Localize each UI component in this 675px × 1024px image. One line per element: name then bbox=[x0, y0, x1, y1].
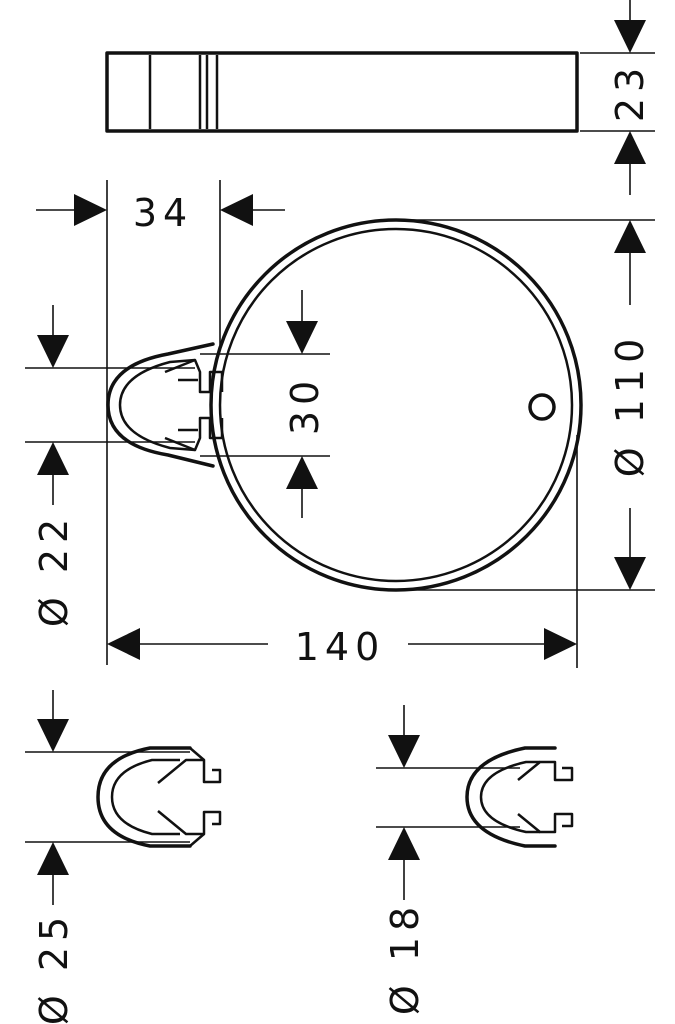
arrowhead bbox=[544, 628, 577, 660]
side-view-body bbox=[105, 51, 579, 133]
dimension-height: 23 bbox=[580, 0, 655, 195]
arrowhead bbox=[388, 735, 420, 768]
clip-small bbox=[465, 746, 574, 848]
mounting-hole bbox=[528, 393, 556, 421]
side-view bbox=[105, 51, 579, 133]
disc-outer-ring bbox=[209, 218, 583, 592]
clip-small-outer-contour bbox=[465, 746, 557, 848]
clip-inner-contour bbox=[118, 358, 196, 452]
dimension-label-clip-small-diameter: Ø 18 bbox=[383, 901, 427, 1015]
arrowhead bbox=[107, 628, 140, 660]
clip-large-inner-contour bbox=[110, 758, 180, 836]
arrowhead bbox=[37, 719, 69, 752]
arrowhead bbox=[614, 131, 646, 164]
arrowhead bbox=[220, 194, 253, 226]
dimension-disc-diameter: Ø 110 bbox=[400, 219, 655, 591]
dimension-label-clip-large-diameter: Ø 25 bbox=[32, 911, 76, 1024]
dimension-label-mount-width: 34 bbox=[133, 191, 193, 235]
clip-small-jaw-lower bbox=[517, 812, 574, 834]
disc-inner-ring bbox=[218, 227, 574, 583]
dimension-label-height: 23 bbox=[608, 62, 652, 122]
dimension-label-overall-width: 140 bbox=[295, 625, 386, 669]
dimension-mount-width: 34 bbox=[36, 180, 285, 665]
arrowhead bbox=[286, 456, 318, 489]
dimension-clip-large-diameter: Ø 25 bbox=[25, 690, 190, 1024]
clip-large-detail-line bbox=[189, 747, 205, 761]
arrowhead bbox=[614, 20, 646, 53]
clip-outer-contour bbox=[106, 342, 215, 468]
dimension-label-clip-main-diameter: Ø 22 bbox=[32, 513, 76, 627]
clip-holder bbox=[106, 342, 224, 468]
arrowhead bbox=[614, 220, 646, 253]
clip-large-detail-line bbox=[189, 833, 205, 847]
dimension-overall-width: 140 bbox=[107, 435, 578, 669]
dimension-label-clip-gap: 30 bbox=[283, 375, 327, 435]
arrowhead bbox=[37, 335, 69, 368]
clip-jaw-lower bbox=[164, 416, 224, 452]
front-view bbox=[106, 218, 583, 592]
clip-large-jaw-upper bbox=[157, 758, 222, 784]
dimension-clip-gap: 30 bbox=[200, 290, 330, 518]
arrowhead bbox=[74, 194, 107, 226]
arrowhead bbox=[286, 321, 318, 354]
clip-small-jaw-upper bbox=[517, 760, 574, 782]
arrowhead bbox=[37, 842, 69, 875]
clip-large-outer-contour bbox=[96, 746, 192, 848]
dimension-clip-main-diameter: Ø 22 bbox=[25, 305, 195, 627]
dimension-clip-small-diameter: Ø 18 bbox=[376, 705, 520, 1015]
clip-small-inner-contour bbox=[479, 760, 540, 834]
arrowhead bbox=[614, 557, 646, 590]
clip-jaw-upper bbox=[164, 358, 224, 394]
clip-large bbox=[96, 746, 222, 848]
arrowhead bbox=[388, 827, 420, 860]
clip-large-jaw-lower bbox=[157, 810, 222, 836]
dimension-label-disc-diameter: Ø 110 bbox=[608, 333, 652, 478]
arrowhead bbox=[37, 442, 69, 475]
